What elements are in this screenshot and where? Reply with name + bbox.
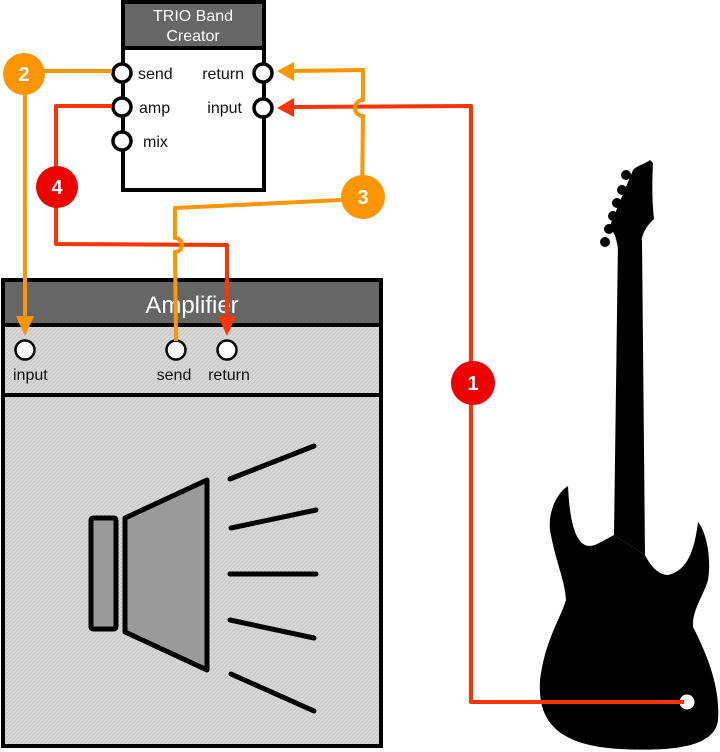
trio-mix-port[interactable]	[111, 130, 133, 152]
arrow-icon	[277, 98, 294, 117]
trio-send-port[interactable]	[111, 62, 133, 84]
arrow-icon	[277, 62, 294, 81]
trio-return-port[interactable]	[252, 62, 274, 84]
amplifier-box: Amplifier input send return	[1, 278, 383, 748]
svg-text:4: 4	[51, 177, 63, 199]
trio-amp-port[interactable]	[111, 96, 133, 118]
amp-input-port[interactable]	[14, 339, 36, 361]
trio-input-label: input	[207, 100, 242, 117]
amplifier-title: Amplifier	[145, 292, 238, 319]
arrow-icon	[218, 316, 236, 336]
trio-amp-label: amp	[139, 100, 170, 117]
cable-badge-2: 2	[3, 53, 45, 95]
cable-3[interactable]	[173, 62, 365, 342]
cable-badge-4: 4	[36, 166, 78, 208]
guitar-output-jack[interactable]	[679, 694, 695, 710]
trio-title-line2: Creator	[166, 28, 220, 45]
amp-return-port[interactable]	[216, 339, 238, 361]
trio-header	[121, 0, 266, 50]
amp-return-label: return	[208, 367, 250, 384]
guitar-icon	[539, 160, 719, 750]
cable-4[interactable]	[54, 104, 236, 336]
speaker-icon	[88, 443, 319, 714]
svg-text:2: 2	[18, 64, 29, 86]
trio-input-port[interactable]	[252, 97, 274, 119]
svg-text:3: 3	[357, 187, 368, 209]
trio-band-creator-box: TRIO Band Creator send amp mix return in…	[111, 0, 274, 192]
trio-title-line1: TRIO Band	[153, 8, 233, 25]
amp-input-label: input	[13, 367, 48, 384]
cable-badge-3: 3	[341, 175, 385, 219]
trio-mix-label: mix	[143, 134, 168, 151]
amp-send-label: send	[157, 367, 192, 384]
trio-return-label: return	[202, 66, 244, 83]
cable-badge-1: 1	[451, 361, 495, 405]
svg-text:1: 1	[467, 373, 478, 395]
amp-send-port[interactable]	[165, 339, 187, 361]
amplifier-header	[1, 278, 383, 327]
trio-send-label: send	[138, 66, 173, 83]
arrow-icon	[16, 316, 34, 336]
